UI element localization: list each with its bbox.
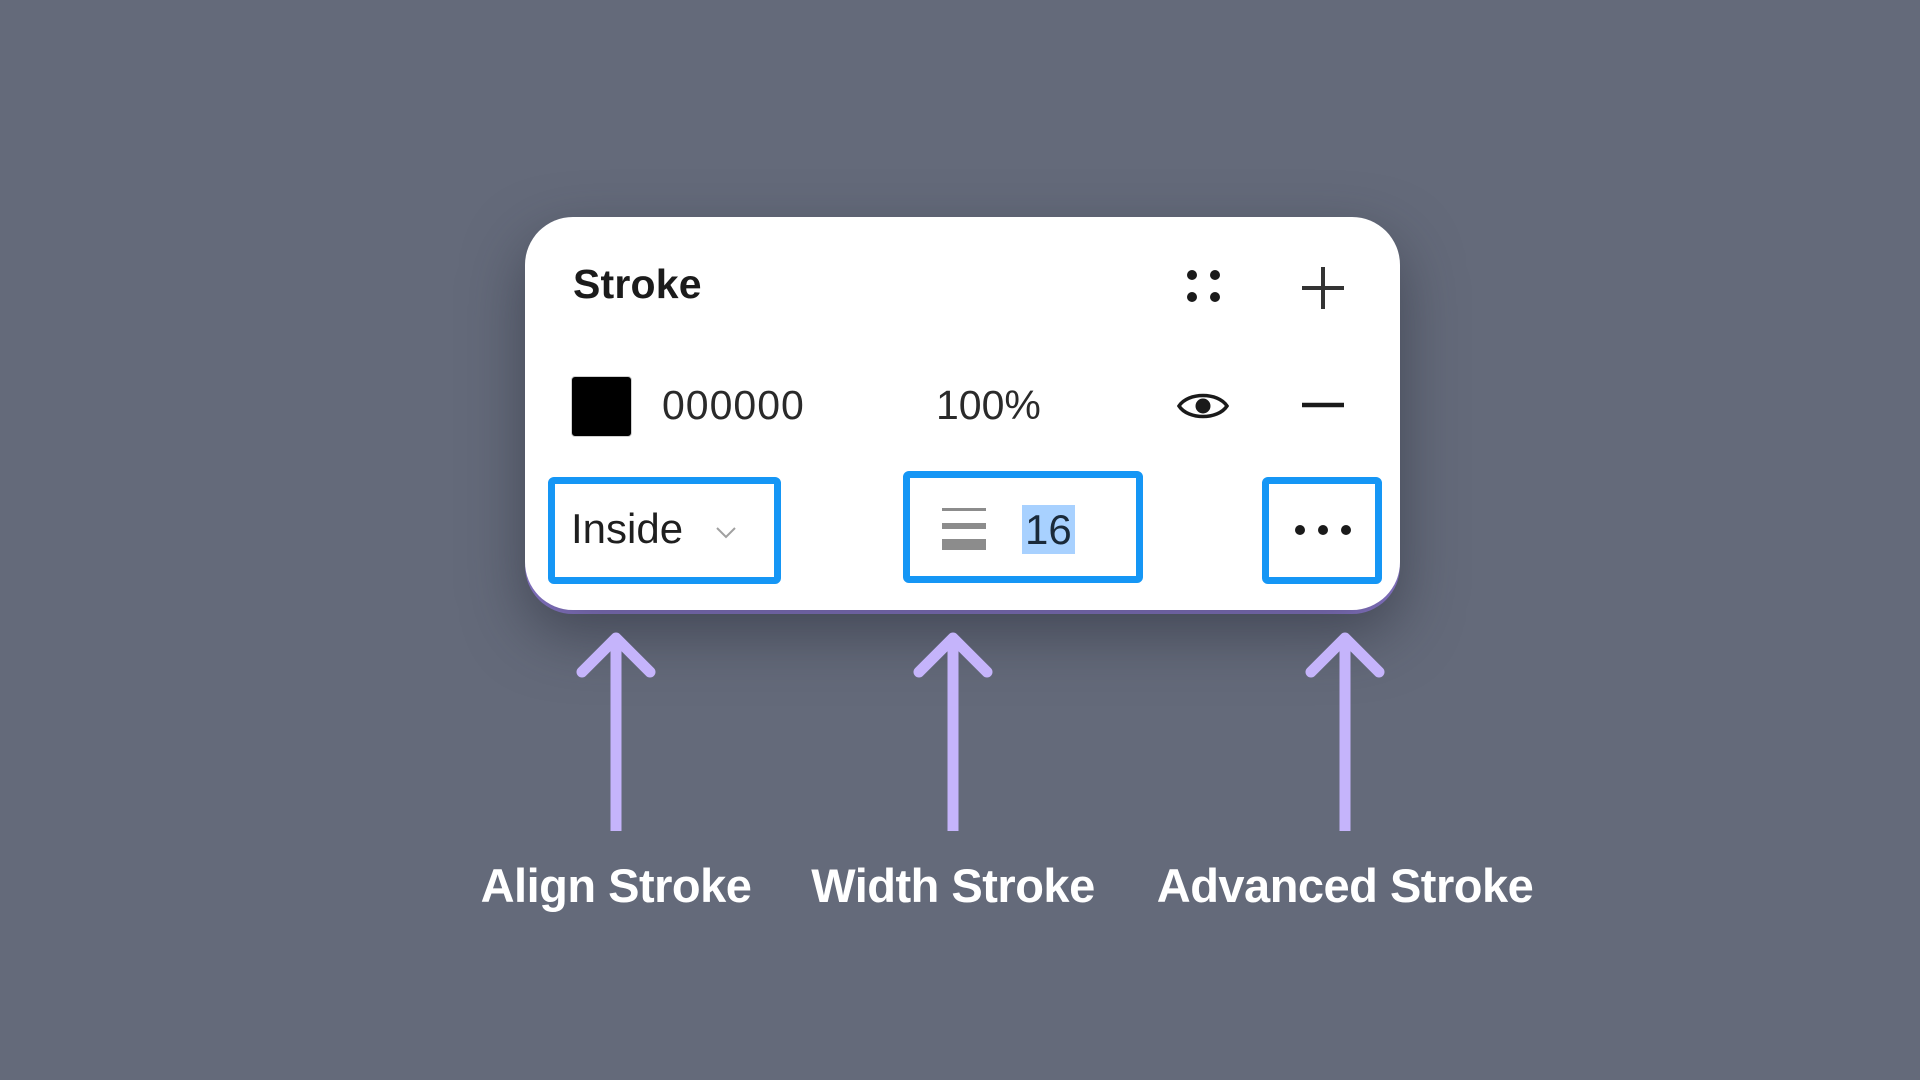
minus-icon[interactable] xyxy=(1300,397,1346,413)
stroke-width-value[interactable]: 16 xyxy=(1022,505,1075,554)
opacity-value[interactable]: 100% xyxy=(936,382,1041,428)
eye-icon[interactable] xyxy=(1176,388,1230,424)
stroke-weight-icon xyxy=(942,508,986,550)
align-value: Inside xyxy=(571,505,684,552)
align-stroke-select[interactable]: Inside xyxy=(548,477,781,584)
arrow-up-icon xyxy=(576,632,656,831)
styles-grid-icon[interactable] xyxy=(1180,263,1228,311)
arrow-up-icon xyxy=(1305,632,1385,831)
caption-advanced-stroke: Advanced Stroke xyxy=(1156,859,1534,912)
arrow-up-icon xyxy=(913,632,993,831)
hex-color-value[interactable]: 000000 xyxy=(662,382,805,428)
stroke-panel: Stroke 000000 100% Inside xyxy=(525,217,1400,610)
plus-icon[interactable] xyxy=(1297,263,1349,315)
caption-width-stroke: Width Stroke xyxy=(811,859,1095,912)
color-swatch[interactable] xyxy=(571,376,632,437)
stroke-width-input[interactable]: 16 xyxy=(903,471,1143,583)
chevron-down-icon xyxy=(716,527,736,539)
advanced-stroke-button[interactable] xyxy=(1262,477,1382,584)
panel-title: Stroke xyxy=(573,261,702,307)
caption-align-stroke: Align Stroke xyxy=(480,859,752,912)
more-horizontal-icon xyxy=(1295,525,1351,535)
